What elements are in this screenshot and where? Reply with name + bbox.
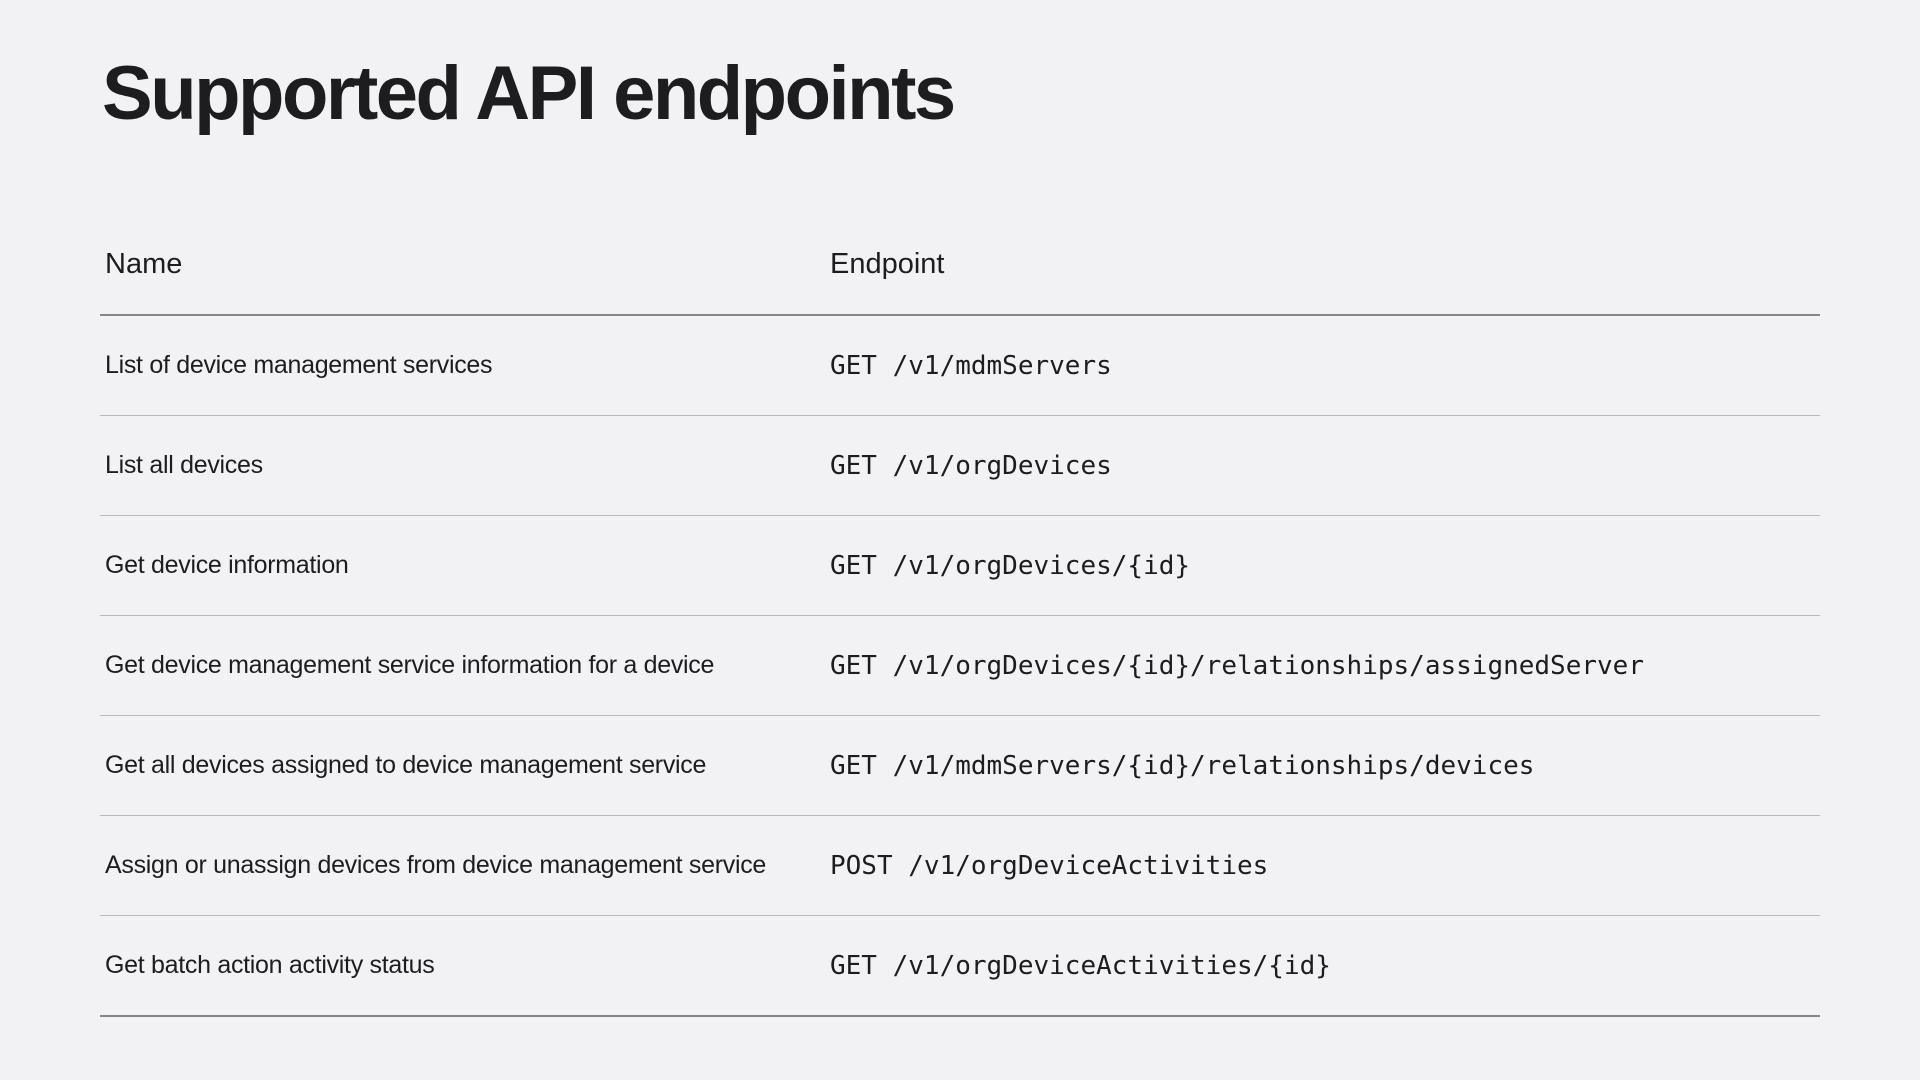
endpoint-name: Assign or unassign devices from device m… xyxy=(105,851,767,879)
table-row: List all devices GET /v1/orgDevices xyxy=(100,416,1820,516)
endpoint-path: GET /v1/mdmServers xyxy=(830,350,1112,381)
endpoint-path: GET /v1/orgDevices/{id}/relationships/as… xyxy=(830,650,1644,681)
table-row: Get batch action activity status GET /v1… xyxy=(100,916,1820,1017)
column-header-endpoint: Endpoint xyxy=(830,248,945,280)
endpoint-path: GET /v1/orgDevices/{id} xyxy=(830,550,1191,581)
endpoint-name: Get device management service informatio… xyxy=(105,651,715,679)
endpoint-name: List of device management services xyxy=(105,351,493,379)
table-header-row: Name Endpoint xyxy=(100,215,1820,316)
endpoint-path: GET /v1/orgDeviceActivities/{id} xyxy=(830,950,1331,981)
table-row: Assign or unassign devices from device m… xyxy=(100,816,1820,916)
column-header-name: Name xyxy=(105,248,183,280)
table-row: Get device information GET /v1/orgDevice… xyxy=(100,516,1820,616)
table-row: List of device management services GET /… xyxy=(100,316,1820,416)
endpoint-path: GET /v1/orgDevices xyxy=(830,450,1112,481)
endpoints-table: Name Endpoint List of device management … xyxy=(100,215,1820,1017)
endpoint-path: POST /v1/orgDeviceActivities xyxy=(830,850,1269,881)
endpoint-path: GET /v1/mdmServers/{id}/relationships/de… xyxy=(830,750,1535,781)
endpoint-name: Get all devices assigned to device manag… xyxy=(105,751,707,779)
endpoint-name: Get batch action activity status xyxy=(105,951,435,979)
endpoint-name: List all devices xyxy=(105,451,263,479)
endpoint-name: Get device information xyxy=(105,551,349,579)
table-row: Get all devices assigned to device manag… xyxy=(100,716,1820,816)
table-row: Get device management service informatio… xyxy=(100,616,1820,716)
page-title: Supported API endpoints xyxy=(102,51,956,136)
